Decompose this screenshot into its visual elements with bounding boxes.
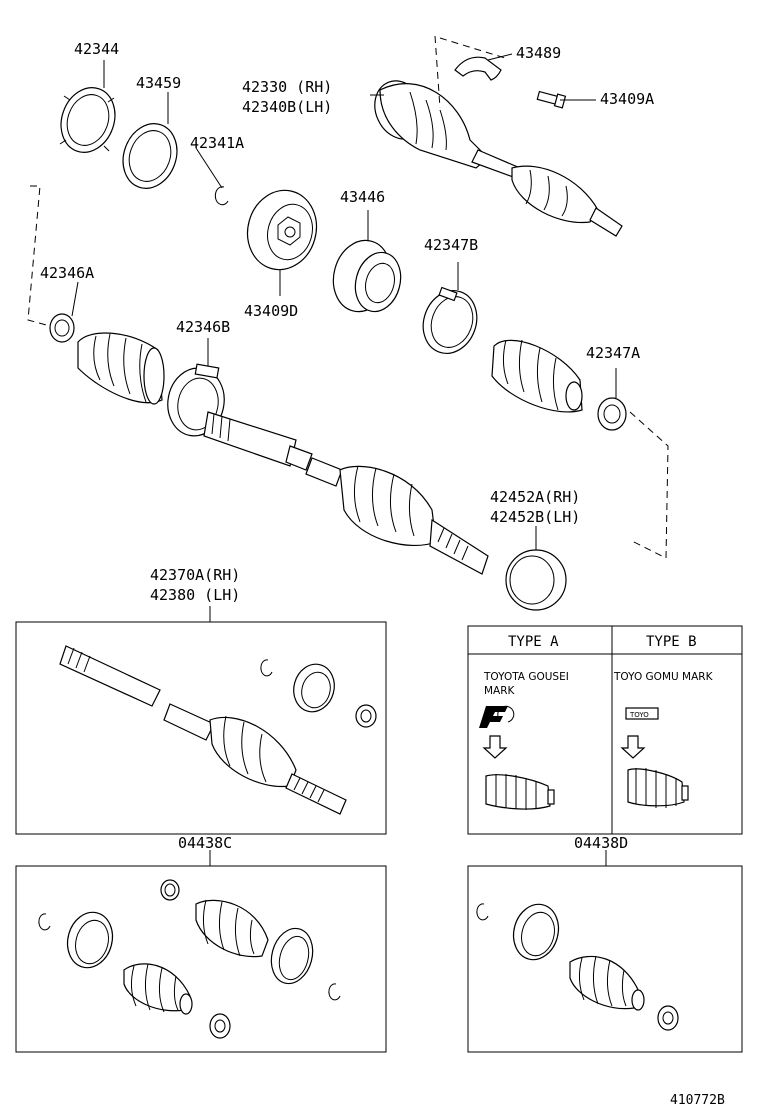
toyota-gousei-logo (479, 705, 515, 728)
boot-left-drawing (77, 332, 165, 405)
drive-shaft-drawing (203, 411, 343, 487)
clip-43489-drawing (454, 56, 502, 81)
label-42346B: 42346B (176, 318, 230, 336)
label-43409A: 43409A (600, 90, 654, 108)
snap-ring-42341A-drawing (214, 186, 229, 206)
label-43409D: 43409D (244, 302, 298, 320)
boot-right-drawing (491, 339, 583, 413)
kit-04438D-box (467, 865, 743, 1053)
label-43459: 43459 (136, 74, 181, 92)
assembly-42370A-box (15, 621, 387, 835)
label-42347B: 42347B (424, 236, 478, 254)
nut-42347A-drawing (597, 397, 627, 431)
arrow-down-icon (482, 735, 508, 759)
label-04438D: 04438D (574, 834, 628, 852)
clamp-42347B-drawing (422, 286, 478, 354)
arrow-down-icon (620, 735, 646, 759)
type-a-header: TYPE A (508, 634, 559, 650)
type-a-mark-line2: MARK (484, 685, 516, 697)
label-42370A-rh: 42370A(RH) (150, 566, 240, 584)
inner-joint-43409D-drawing (246, 189, 318, 271)
label-42347A: 42347A (586, 344, 640, 362)
label-42380-lh: 42380 (LH) (150, 586, 240, 604)
type-a-mark-line1: TOYOTA GOUSEI (483, 671, 569, 683)
label-42346A: 42346A (40, 264, 94, 282)
label-43446: 43446 (340, 188, 385, 206)
boot-band-42344-drawing (59, 87, 116, 153)
label-42344: 42344 (74, 40, 119, 58)
type-comparison-table (467, 625, 743, 835)
shaft-assembly-42330-drawing (374, 80, 623, 237)
nut-42346A-drawing (49, 313, 75, 343)
kit-04438C-box (15, 865, 387, 1053)
figure-id: 410772B (670, 1093, 725, 1108)
svg-text:TOYO: TOYO (629, 711, 649, 719)
seal-ring-42452-drawing (505, 549, 567, 611)
type-b-header: TYPE B (646, 634, 697, 650)
leader-lines-top (71, 53, 617, 866)
label-42341A: 42341A (190, 134, 244, 152)
bolt-43409A-drawing (536, 90, 567, 109)
kit-04438C-drawing (38, 879, 341, 1039)
label-42330-rh: 42330 (RH) (242, 78, 332, 96)
outer-race-43446-drawing (332, 239, 402, 313)
label-04438C: 04438C (178, 834, 232, 852)
type-b-mark: TOYO GOMU MARK (613, 671, 714, 683)
toyo-gomu-logo: TOYO (625, 707, 659, 720)
label-43489: 43489 (516, 44, 561, 62)
boot-type-b-drawing (627, 768, 689, 808)
dashed-guide-upper (27, 35, 506, 327)
outer-cv-boot-drawing (339, 465, 489, 575)
kit-04438D-drawing (476, 903, 679, 1031)
ring-43459-drawing (122, 123, 178, 189)
assembly-42370A-drawing (59, 645, 377, 815)
dashed-guide-right (629, 411, 669, 559)
boot-type-a-drawing (485, 774, 555, 810)
label-42452B-lh: 42452B(LH) (490, 508, 580, 526)
label-42452A-rh: 42452A(RH) (490, 488, 580, 506)
label-42340B-lh: 42340B(LH) (242, 98, 332, 116)
